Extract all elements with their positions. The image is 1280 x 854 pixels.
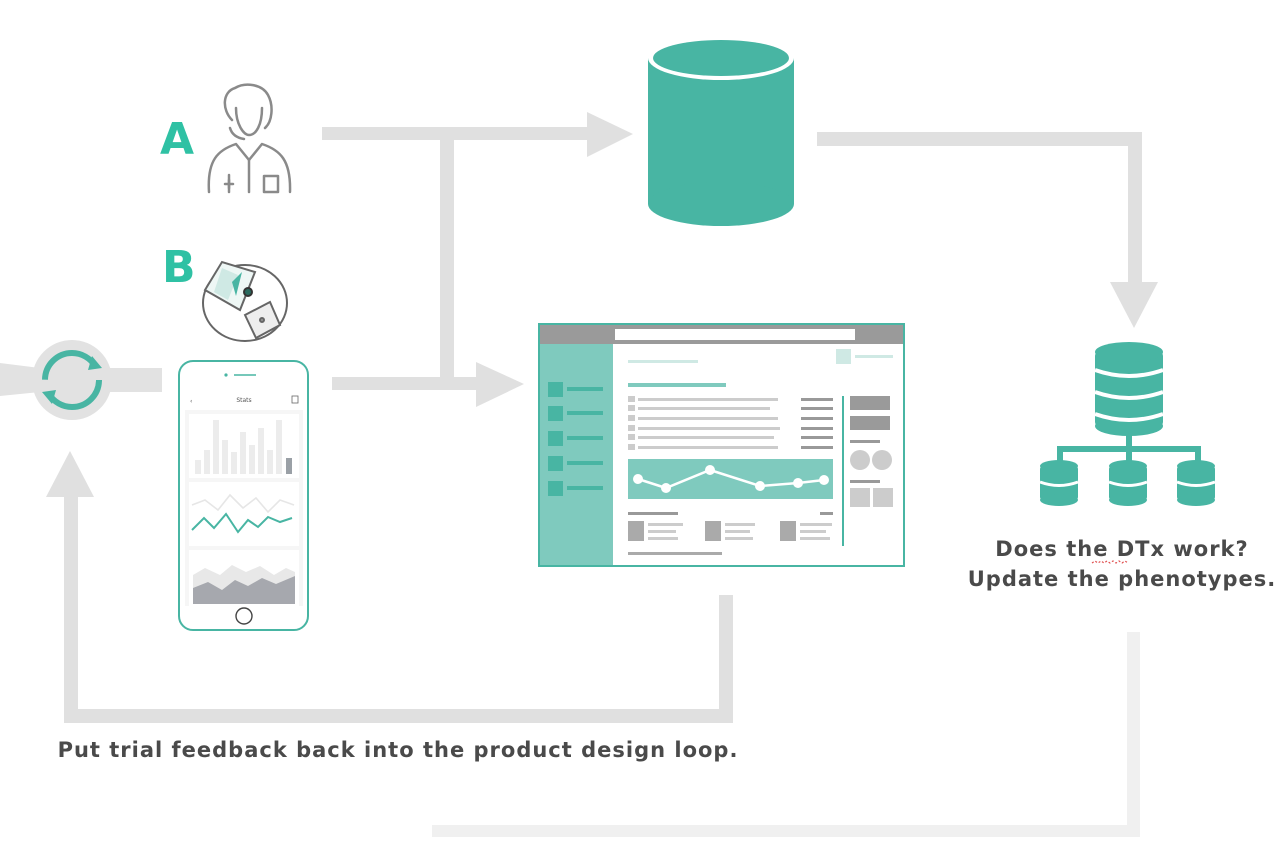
arrowhead-loop bbox=[46, 451, 94, 497]
smartphone-app: ‹ Stats bbox=[179, 361, 308, 630]
arrowhead-database bbox=[587, 112, 633, 157]
arrow-database-right bbox=[817, 132, 1141, 146]
connector-bottom-horizontal bbox=[432, 825, 1140, 837]
refresh-loop-icon bbox=[0, 340, 162, 420]
label-b: B bbox=[162, 242, 196, 293]
database-network-icon bbox=[1040, 342, 1215, 506]
caption-dtx-question: Does the DTx work? bbox=[995, 537, 1248, 561]
database-icon bbox=[648, 36, 794, 226]
label-a: A bbox=[160, 114, 194, 165]
phone-screen-title: Stats bbox=[236, 397, 251, 404]
arrow-dashboard-down bbox=[719, 595, 733, 722]
connector-bottom-right-vertical bbox=[1127, 632, 1140, 837]
connector-vertical-branch bbox=[440, 135, 454, 382]
caption-update-phenotypes: Update the phenotypes. bbox=[968, 567, 1277, 591]
dashboard-screen bbox=[539, 324, 904, 566]
arrow-database-down bbox=[1128, 132, 1142, 287]
arrowhead-dashboard bbox=[476, 362, 524, 407]
svg-text:‹: ‹ bbox=[190, 398, 192, 405]
arrow-feedback-left bbox=[64, 709, 733, 723]
smartwatch-icon bbox=[203, 262, 287, 341]
arrow-doctor-to-database bbox=[322, 127, 594, 140]
doctor-icon bbox=[209, 85, 290, 192]
caption-feedback-loop: Put trial feedback back into the product… bbox=[58, 738, 739, 762]
arrowhead-network bbox=[1110, 282, 1158, 328]
arrow-feedback-up bbox=[64, 490, 78, 723]
spellcheck-underline bbox=[1092, 561, 1128, 563]
arrow-phone-to-dashboard bbox=[332, 377, 482, 390]
